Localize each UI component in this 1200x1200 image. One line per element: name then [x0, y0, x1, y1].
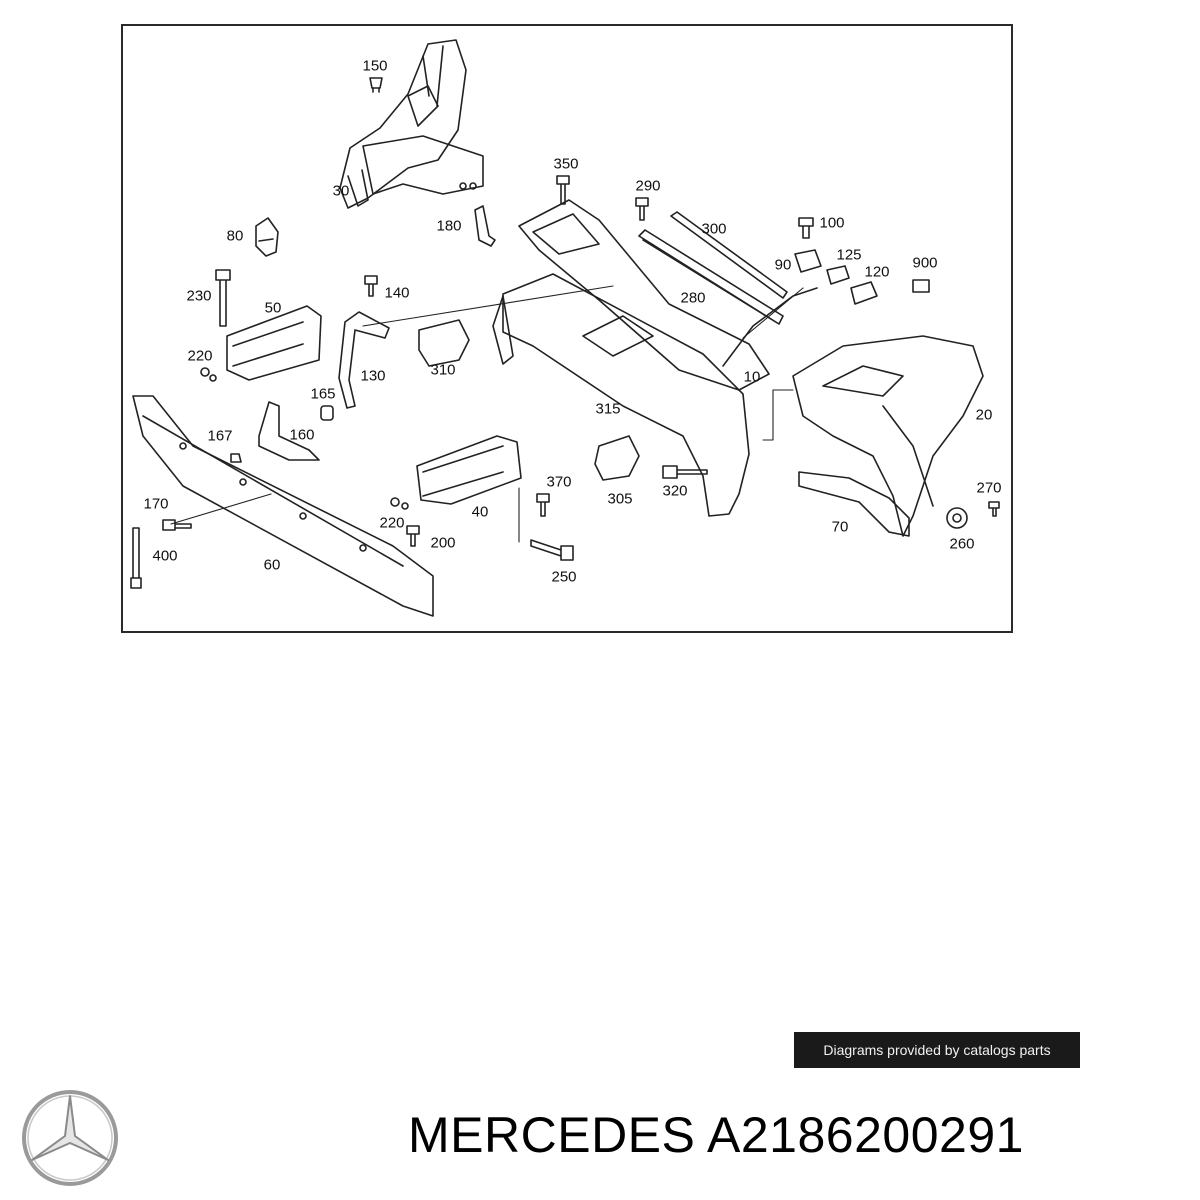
part-900-plug — [912, 279, 930, 293]
part-260-grommet — [946, 507, 968, 529]
part-30-bracket — [339, 39, 484, 209]
mercedes-star-icon-graphic — [22, 1090, 118, 1186]
callout-250: 250 — [551, 568, 577, 586]
callout-260: 260 — [949, 535, 975, 553]
callout-60: 60 — [263, 556, 281, 574]
part-280-strip — [638, 229, 784, 325]
part-370-bolt — [536, 493, 550, 517]
part-90-clip — [794, 249, 822, 273]
part-50-bracket — [226, 305, 322, 381]
part-70-bracket — [798, 471, 910, 537]
part-350-bolt — [556, 175, 570, 205]
callout-315: 315 — [595, 400, 621, 418]
callout-280: 280 — [680, 289, 706, 307]
part-315-crossmember — [492, 273, 750, 517]
part-150-clip — [369, 77, 383, 93]
callout-50: 50 — [264, 299, 282, 317]
part-100-bolt — [798, 217, 814, 239]
part-80-clamp — [255, 217, 279, 257]
part-300-strip — [670, 211, 788, 299]
callout-320: 320 — [662, 482, 688, 500]
callout-10: 10 — [743, 368, 761, 386]
part-220a-washer — [200, 367, 217, 382]
callout-230: 230 — [186, 287, 212, 305]
callout-80: 80 — [226, 227, 244, 245]
callout-400: 400 — [152, 547, 178, 565]
part-305-clip — [594, 435, 640, 481]
parts-drawing — [130, 39, 1000, 617]
part-20-panel — [792, 335, 984, 537]
callout-310: 310 — [430, 361, 456, 379]
part-120-clip — [850, 281, 878, 305]
part-230-bolt — [215, 269, 231, 327]
part-130-rod — [338, 311, 390, 409]
part-310-clip — [418, 319, 470, 367]
part-290-bolt — [635, 197, 649, 221]
callout-167: 167 — [207, 427, 233, 445]
callout-305: 305 — [607, 490, 633, 508]
callout-350: 350 — [553, 155, 579, 173]
callout-90: 90 — [774, 256, 792, 274]
callout-30: 30 — [332, 182, 350, 200]
callout-170: 170 — [143, 495, 169, 513]
mercedes-star-icon — [20, 1088, 120, 1193]
callout-220b: 220 — [379, 514, 405, 532]
callout-165: 165 — [310, 385, 336, 403]
callout-120: 120 — [864, 263, 890, 281]
callout-180: 180 — [436, 217, 462, 235]
callout-70: 70 — [831, 518, 849, 536]
callout-140: 140 — [384, 284, 410, 302]
part-10-crossmember — [518, 199, 818, 391]
part-160-bracket — [258, 401, 320, 461]
callout-370: 370 — [546, 473, 572, 491]
callout-125: 125 — [836, 246, 862, 264]
part-167-clip — [230, 453, 242, 463]
part-140-bolt — [364, 275, 378, 297]
part-400-stud — [130, 527, 142, 589]
part-250-bolt — [530, 539, 574, 561]
part-165-bushing — [320, 405, 334, 421]
callout-160: 160 — [289, 426, 315, 444]
callout-40: 40 — [471, 503, 489, 521]
part-320-bolt — [662, 465, 708, 479]
part-title: MERCEDES A2186200291 — [408, 1107, 1024, 1163]
callout-290: 290 — [635, 177, 661, 195]
part-60-beam — [132, 395, 434, 617]
catalog-banner: Diagrams provided by catalogs parts — [794, 1032, 1080, 1068]
part-170-bolt — [162, 519, 192, 531]
part-200-bolt — [406, 525, 420, 547]
callout-20: 20 — [975, 406, 993, 424]
part-125-clip — [826, 265, 850, 285]
parts-diagram: 150 30 180 80 350 290 300 100 125 90 120… — [121, 24, 1013, 633]
callout-220a: 220 — [187, 347, 213, 365]
leader-lines — [170, 285, 804, 543]
part-270-bolt — [988, 501, 1000, 517]
callout-100: 100 — [819, 214, 845, 232]
callout-300: 300 — [701, 220, 727, 238]
callout-130: 130 — [360, 367, 386, 385]
part-180-bracket — [474, 205, 496, 247]
part-220b-washer — [390, 497, 409, 510]
part-40-bracket — [416, 435, 522, 505]
catalog-banner-text: Diagrams provided by catalogs parts — [823, 1042, 1051, 1058]
callout-150: 150 — [362, 57, 388, 75]
callout-200: 200 — [430, 534, 456, 552]
callout-900: 900 — [912, 254, 938, 272]
callout-270: 270 — [976, 479, 1002, 497]
